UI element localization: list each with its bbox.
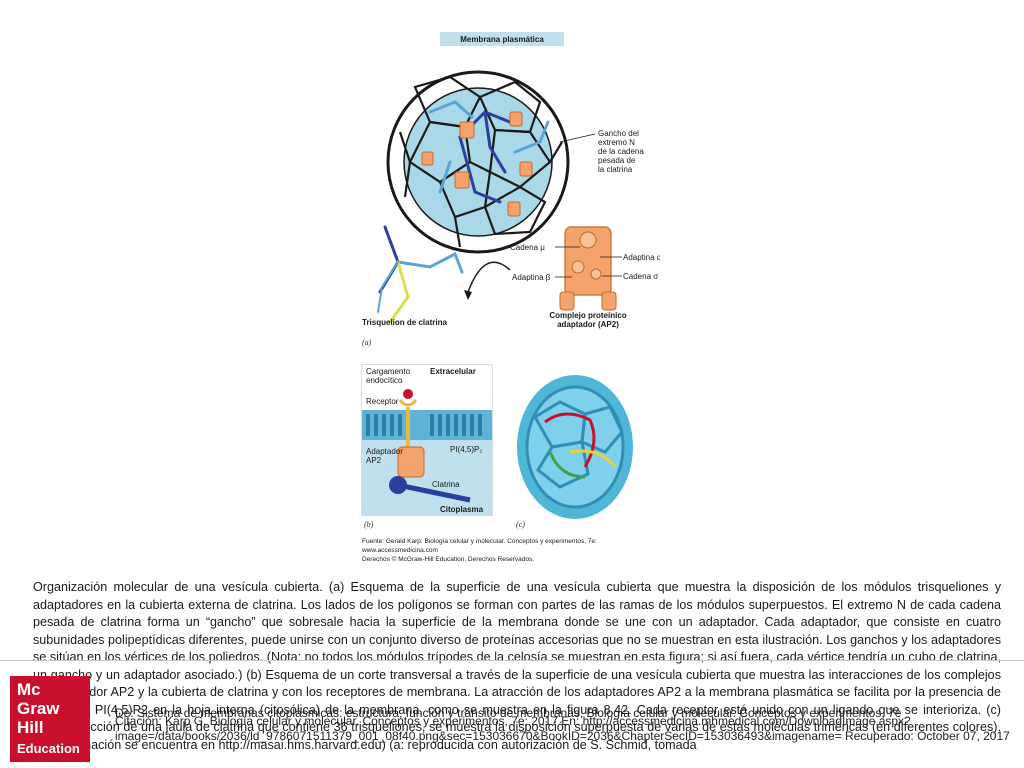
panel-a-label: (a)	[362, 338, 372, 347]
hook-leader	[559, 133, 596, 143]
clathrin-lattice	[398, 75, 563, 248]
figure-diagram: Membrana plasmática	[361, 32, 660, 563]
ap2-label-2: adaptador (AP2)	[557, 320, 619, 329]
assembly-arrow	[467, 261, 511, 293]
chain-sigma-label: Cadena σ	[623, 272, 658, 281]
chain-mu-label: Cadena μ	[510, 243, 545, 252]
b-adaptador-label-2: AP2	[366, 456, 382, 465]
mcgraw-hill-logo: Mc Graw Hill Education	[10, 676, 90, 762]
triskelion-diagram	[377, 225, 464, 324]
triskelion-legs-light	[428, 100, 550, 194]
hook-label-2: extremo N	[598, 138, 635, 147]
panel-b-label: (b)	[364, 520, 374, 529]
figure-source-3: Derechos © McGraw-Hill Education. Derech…	[362, 555, 534, 563]
panel-b-diagram	[361, 364, 493, 516]
membrane-title: Membrana plasmática	[460, 35, 544, 44]
adaptin-alpha-label: Adaptina α	[623, 253, 660, 262]
ap2-complex-diagram	[555, 226, 622, 311]
footer-source: De: Sistema de membranas citoplásmicas: …	[115, 706, 902, 720]
b-receptor-label: Receptor	[366, 397, 399, 406]
footer-citation: Citación: Karp G. Biología celular y mol…	[115, 714, 1010, 743]
coated-vesicle-diagram: Membrana plasmática	[386, 32, 644, 254]
arrow-head-icon	[464, 290, 472, 300]
triskelion-label: Trisquelion de clatrina	[362, 318, 447, 327]
b-cargo-label-1: Cargamento	[366, 367, 411, 376]
membrane-title-box	[440, 32, 564, 46]
hook-label-5: la clatrina	[598, 165, 633, 174]
figure-source-2: www.accessmedicina.com	[361, 547, 438, 554]
b-adaptador-label-1: Adaptador	[366, 447, 403, 456]
logo-line-2: Graw	[17, 699, 60, 718]
logo-line-4: Education	[17, 741, 80, 756]
b-extracelular-label: Extracelular	[430, 367, 476, 376]
hook-label-1: Gancho del	[598, 129, 639, 138]
b-clatrina-label: Clatrina	[432, 480, 460, 489]
b-pip2-label: PI(4,5)P₂	[450, 445, 482, 454]
adaptor-complexes	[421, 111, 533, 217]
hook-label-3: de la cadena	[598, 147, 644, 156]
b-citoplasma-label: Citoplasma	[440, 505, 484, 514]
logo-line-1: Mc	[17, 680, 41, 699]
figure-source-1: Fuente: Gerald Karp: Biología celular y …	[362, 538, 597, 545]
panel-c-label: (c)	[516, 520, 525, 529]
footer-divider	[0, 660, 1024, 661]
ap2-label-1: Complejo proteínico	[549, 311, 626, 320]
b-cargo-label-2: endocítico	[366, 376, 403, 385]
hook-label-4: pesada de	[598, 156, 636, 165]
logo-line-3: Hill	[17, 718, 44, 737]
clathrin-cage-reconstruction	[517, 375, 633, 519]
adaptin-beta-label: Adaptina β	[512, 273, 551, 282]
